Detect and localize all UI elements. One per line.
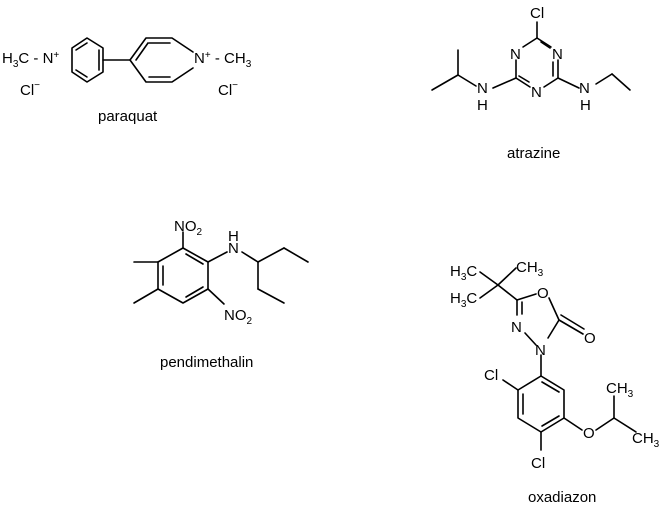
oxadiazon-ch3-lower: CH3 [632,430,660,450]
paraquat-chloride-right: Cl− [218,80,238,99]
atrazine-bonds [431,21,631,91]
pendimethalin-name: pendimethalin [160,354,253,371]
atrazine-n1: N [552,46,563,63]
paraquat-methyl-right: N+ - CH3 [194,50,252,70]
atrazine-nh-right: N [579,80,590,97]
oxadiazon-cl-upper: Cl [484,367,498,384]
oxadiazon-ring-o: O [537,285,549,302]
oxadiazon-ether-o: O [583,425,595,442]
paraquat-name: paraquat [98,108,158,125]
oxadiazon-bonds [479,267,637,451]
pendimethalin-no2-top: NO2 [174,218,203,238]
pendimethalin-nh: N [228,240,239,257]
atrazine-structure: Cl N N N N H N H atrazine [431,5,631,162]
pendimethalin-structure: NO2 NO2 N H pendimethalin [133,218,309,371]
oxadiazon-h3c-bottom: H3C [450,290,477,310]
pendimethalin-h: H [228,228,239,245]
oxadiazon-name: oxadiazon [528,489,596,506]
oxadiazon-n4: N [511,319,522,336]
atrazine-name: atrazine [507,145,560,162]
atrazine-h-right: H [580,97,591,114]
oxadiazon-structure: H3C CH3 H3C O O N N Cl Cl O CH3 CH3 oxad… [450,259,660,506]
oxadiazon-carbonyl-o: O [584,330,596,347]
atrazine-cl: Cl [530,5,544,22]
atrazine-n3: N [531,84,542,101]
pendimethalin-bonds [133,231,309,305]
paraquat-chloride-left: Cl− [20,80,40,99]
paraquat-structure: H3C - N+ N+ - CH3 Cl− Cl− paraquat [2,37,252,125]
oxadiazon-cl-lower: Cl [531,455,545,472]
atrazine-nh-left: N [477,80,488,97]
paraquat-methyl-left: H3C - N+ [2,50,59,70]
oxadiazon-n3: N [535,342,546,359]
oxadiazon-ch3-upper: CH3 [606,380,634,400]
atrazine-h-left: H [477,97,488,114]
paraquat-bonds [71,37,194,83]
pendimethalin-no2-bottom: NO2 [224,307,253,327]
oxadiazon-ch3-top: CH3 [516,259,544,279]
atrazine-n2: N [510,46,521,63]
oxadiazon-h3c-top: H3C [450,263,477,283]
